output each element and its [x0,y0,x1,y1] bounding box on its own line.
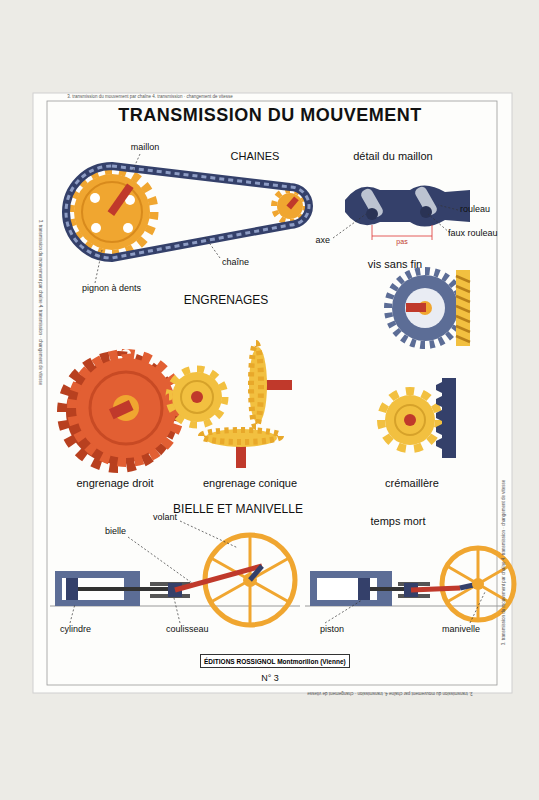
section-heading: ENGRENAGES [184,294,269,307]
margin-text: 3. transmission du mouvement par chaîne … [502,480,507,646]
inner-frame [47,101,497,685]
title: TRANSMISSION DU MOUVEMENT [118,106,422,126]
plate-number: N° 3 [261,674,279,684]
part-label: bielle [105,527,126,537]
margin-text: 3. transmission du mouvement par chaîne … [307,690,473,695]
leader-lines [70,154,485,623]
chain-drive [66,166,309,258]
crank-mechanism-1 [50,535,300,625]
part-label: engrenage conique [203,477,297,489]
worm-gear [388,270,470,346]
section-heading: temps mort [370,515,425,527]
section-heading: CHAINES [231,150,280,162]
poster-sheet [33,93,512,693]
part-label: rouleau [460,205,490,215]
part-label: volant [153,513,177,523]
margin-text: 3. transmission du mouvement par chaîne … [38,220,43,386]
crank-mechanism-2 [305,548,514,620]
part-label: axe [315,236,330,246]
spur-gears [62,354,225,468]
bevel-gears [201,343,292,468]
margin-text: 3. transmission du mouvement par chaîne … [67,95,233,100]
dimension-label: pas [396,238,407,246]
rack-and-pinion [381,378,456,458]
section-heading: détail du maillon [353,150,433,162]
part-label: crémaillère [385,477,439,489]
part-label: faux rouleau [448,229,498,239]
part-label: pignon à dents [82,284,141,294]
publisher-text: ÉDITIONS ROSSIGNOL Montmorillon (Vienne) [204,658,346,665]
publisher-box: ÉDITIONS ROSSIGNOL Montmorillon (Vienne) [200,654,350,668]
part-label: maillon [131,143,160,153]
part-label: cylindre [60,625,91,635]
part-label: coulisseau [166,625,209,635]
part-label: piston [320,625,344,635]
part-label: manivelle [442,625,480,635]
section-heading: vis sans fin [368,258,422,270]
part-label: engrenage droit [76,477,153,489]
part-label: chaîne [222,258,249,268]
section-heading: BIELLE ET MANIVELLE [173,503,303,516]
